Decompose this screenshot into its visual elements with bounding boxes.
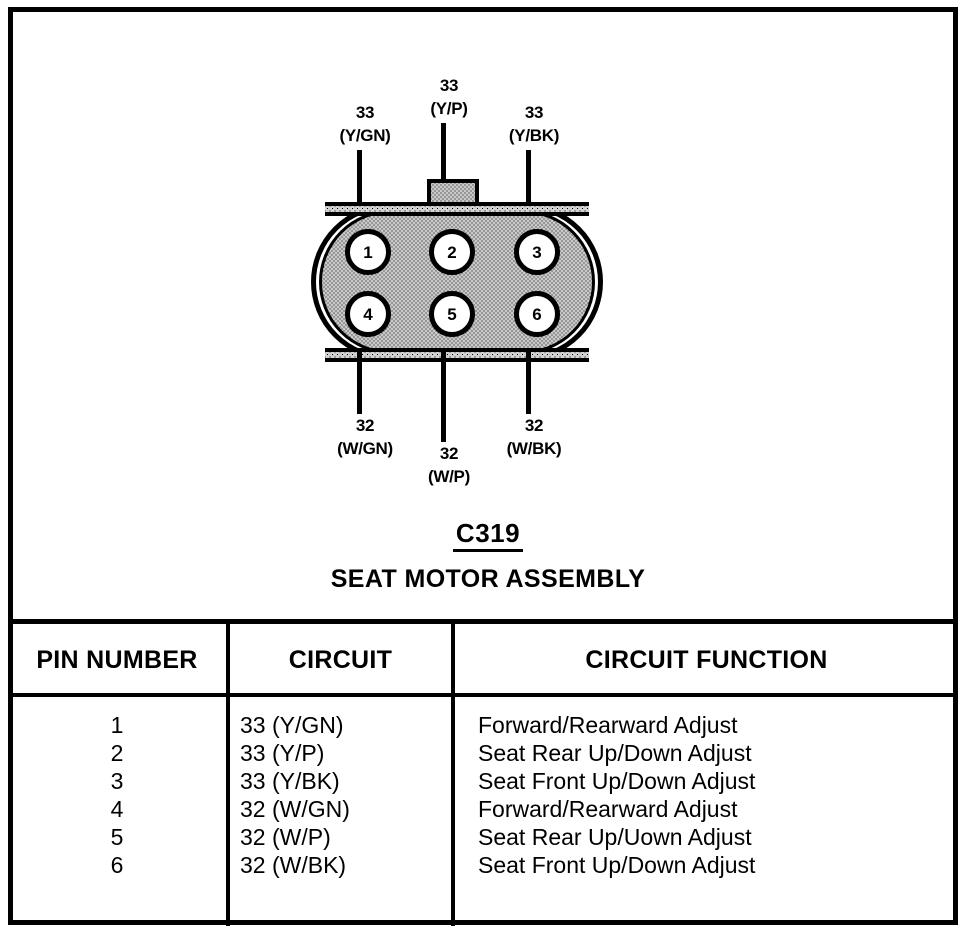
wire-circuit-number: 32 (524, 416, 544, 435)
wire-color-code: (W/P) (428, 466, 470, 486)
pin-3[interactable]: 3 (514, 229, 560, 275)
wire-circuit-number: 32 (439, 444, 459, 463)
table-row: 2 (110, 740, 124, 766)
pin-number-label: 3 (532, 242, 542, 262)
wire-label-bottom-3: 32 (W/BK) (489, 415, 579, 461)
lead-wire-top-2 (441, 123, 446, 212)
pin-number-label: 2 (447, 242, 457, 262)
table-row: 33 (Y/P) (240, 740, 325, 766)
wire-label-top-2: 33 (Y/P) (404, 75, 494, 121)
connector-id-text: C319 (452, 518, 524, 552)
table-header-pin-number: PIN NUMBER (36, 646, 198, 674)
pin-number-label: 4 (363, 304, 373, 324)
connector-band-top (325, 202, 589, 216)
wire-color-code: (Y/P) (430, 98, 468, 118)
wire-label-bottom-1: 32 (W/GN) (320, 415, 410, 461)
wire-label-top-1: 33 (Y/GN) (320, 102, 410, 148)
table-row: 5 (110, 824, 124, 850)
table-header-row: PIN NUMBER CIRCUIT CIRCUIT FUNCTION (8, 624, 958, 697)
table-row: 33 (Y/BK) (240, 768, 340, 794)
table-row: 4 (110, 796, 124, 822)
connector-id-title: C319 (0, 518, 976, 552)
connector-band-bottom (325, 348, 589, 362)
wire-circuit-number: 32 (355, 416, 375, 435)
wire-label-top-3: 33 (Y/BK) (489, 102, 579, 148)
table-column-pin-numbers: 1 2 3 4 5 6 (8, 711, 226, 879)
pin-number-label: 1 (363, 242, 373, 262)
wire-label-bottom-2: 32 (W/P) (404, 443, 494, 489)
table-column-circuit-functions: Forward/Rearward Adjust Seat Rear Up/Dow… (478, 711, 958, 879)
table-header-circuit: CIRCUIT (288, 646, 393, 674)
pin-2[interactable]: 2 (429, 229, 475, 275)
table-row: 32 (W/BK) (240, 852, 347, 878)
table-row: 32 (W/P) (240, 824, 331, 850)
table-row: Seat Rear Up/Uown Adjust (478, 824, 752, 850)
table-row: Seat Rear Up/Down Adjust (478, 740, 752, 766)
table-row: Forward/Rearward Adjust (478, 796, 738, 822)
table-column-circuits: 33 (Y/GN) 33 (Y/P) 33 (Y/BK) 32 (W/GN) 3… (240, 711, 451, 879)
lead-wire-bottom-2 (441, 352, 446, 442)
pin-assignment-table: PIN NUMBER CIRCUIT CIRCUIT FUNCTION 1 2 … (8, 619, 958, 926)
table-header-circuit-function: CIRCUIT FUNCTION (585, 646, 828, 674)
lead-wire-bottom-3 (526, 352, 531, 414)
pin-number-label: 5 (447, 304, 457, 324)
wire-color-code: (Y/GN) (339, 125, 391, 145)
pin-6[interactable]: 6 (514, 291, 560, 337)
table-row: 1 (110, 712, 124, 738)
table-row: Seat Front Up/Down Adjust (478, 852, 756, 878)
table-row: 6 (110, 852, 124, 878)
lead-wire-top-3 (526, 150, 531, 212)
wire-color-code: (Y/BK) (508, 125, 560, 145)
lead-wire-bottom-1 (357, 352, 362, 414)
wire-color-code: (W/GN) (337, 438, 393, 458)
wire-circuit-number: 33 (524, 103, 544, 122)
wire-circuit-number: 33 (439, 76, 459, 95)
table-column-divider-2 (451, 697, 455, 926)
table-column-divider-1 (226, 697, 230, 926)
table-row: 32 (W/GN) (240, 796, 350, 822)
pin-number-label: 6 (532, 304, 542, 324)
connector-diagram: 33 (Y/GN) 33 (Y/P) 33 (Y/BK) 1 2 (8, 7, 958, 607)
table-row: 3 (110, 768, 124, 794)
wire-circuit-number: 33 (355, 103, 375, 122)
pin-4[interactable]: 4 (345, 291, 391, 337)
table-row: Forward/Rearward Adjust (478, 712, 738, 738)
connector-name-title: SEAT MOTOR ASSEMBLY (330, 565, 646, 593)
pin-5[interactable]: 5 (429, 291, 475, 337)
table-body: 1 2 3 4 5 6 33 (Y/GN) 33 (Y/P) 33 (Y/BK)… (8, 697, 958, 926)
page-border (8, 7, 958, 925)
lead-wire-top-1 (357, 150, 362, 212)
wire-color-code: (W/BK) (506, 438, 562, 458)
table-column-divider-1 (226, 624, 230, 693)
table-column-divider-2 (451, 624, 455, 693)
table-row: Seat Front Up/Down Adjust (478, 768, 756, 794)
table-row: 33 (Y/GN) (240, 712, 344, 738)
pin-1[interactable]: 1 (345, 229, 391, 275)
